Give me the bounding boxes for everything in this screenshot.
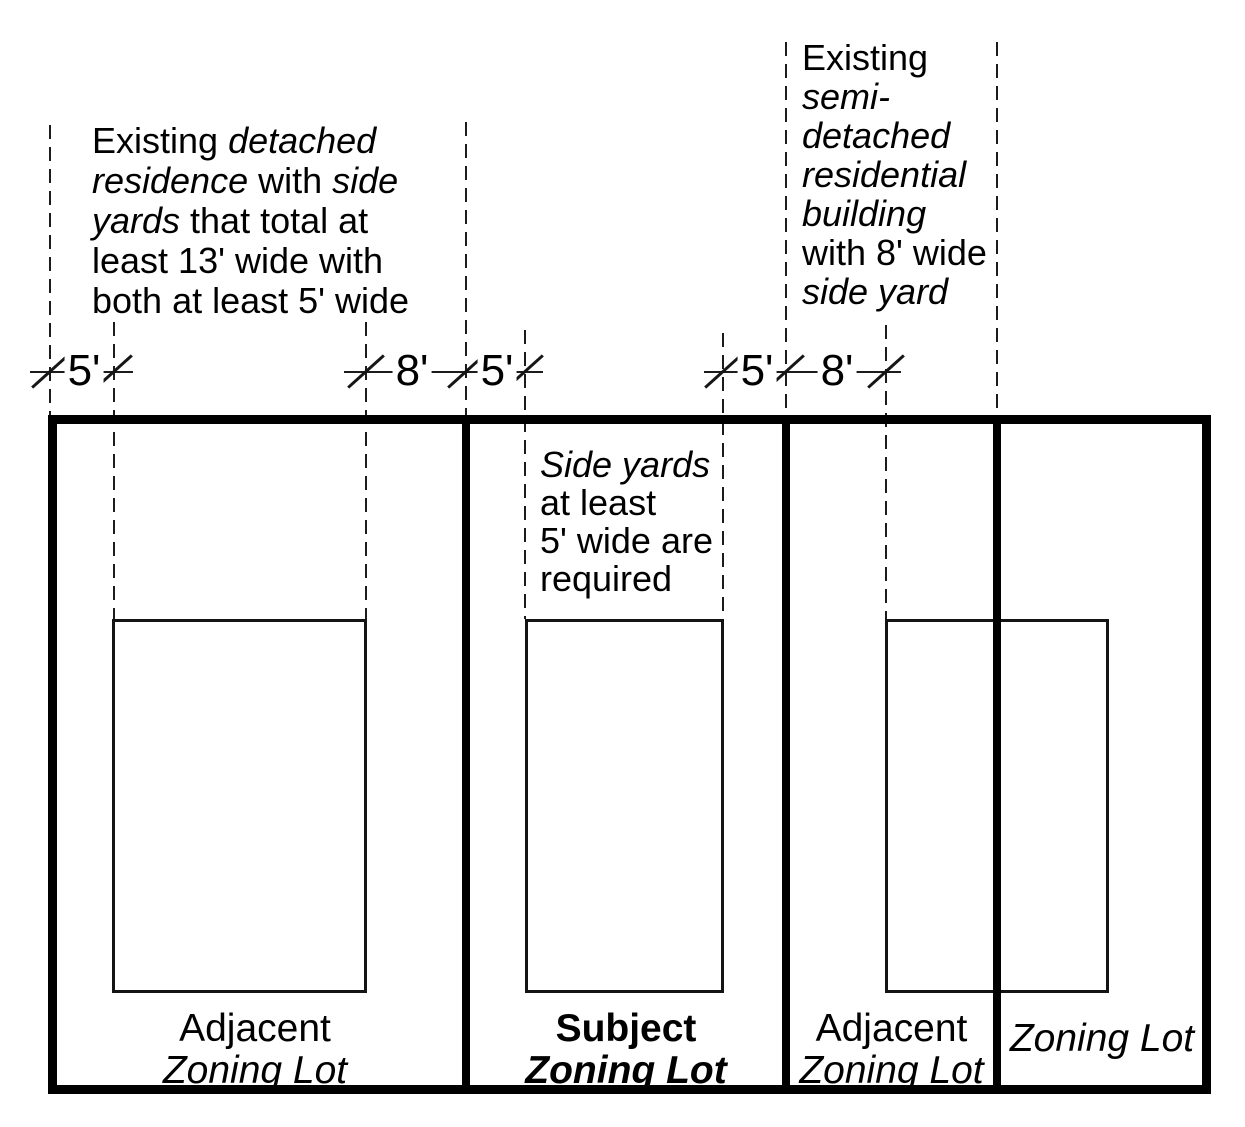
subject-building-right-setback-dashed xyxy=(722,333,724,619)
dimension-label-lot1-right-8ft: 8' xyxy=(392,349,432,393)
lot3-left-lot-line-dashed xyxy=(785,42,787,415)
lot-line-2 xyxy=(782,415,790,1094)
lot1-building-right-setback-dashed xyxy=(365,322,367,619)
note-line: semi- xyxy=(802,76,890,117)
lot1-left-lot-line-dashed xyxy=(49,125,51,415)
lot3-label: Adjacent Zoning Lot xyxy=(790,1008,993,1092)
lot3-right-lot-line-dashed xyxy=(996,42,998,415)
lot1-label-line1: Adjacent xyxy=(179,1007,331,1050)
subject-building-left-setback-dashed xyxy=(524,330,526,619)
dimension-label-subject-left-5ft: 5' xyxy=(477,349,517,393)
lot-line-3 xyxy=(993,415,1001,1094)
lot3-building-setback-dashed xyxy=(885,325,887,619)
dimension-line-right xyxy=(704,371,901,373)
note-line: side yard xyxy=(802,271,949,312)
dimension-label-lot3-8ft: 8' xyxy=(817,349,857,393)
note-side-yards-required: Side yards at least 5' wide are required xyxy=(540,446,713,598)
note-line: yards that total at xyxy=(92,200,369,241)
note-semi-detached-building: Existing semi- detached residential buil… xyxy=(802,38,987,311)
subject-left-lot-line-dashed xyxy=(465,122,467,415)
subject-lot-label-line1: Subject xyxy=(555,1007,697,1050)
note-line: building xyxy=(802,193,927,234)
lot1-label-line2: Zoning Lot xyxy=(162,1049,348,1092)
note-line: Existing detached xyxy=(92,120,377,161)
note-line: Existing xyxy=(802,37,929,78)
lot4-label: Zoning Lot xyxy=(1001,1018,1203,1060)
note-line: residential xyxy=(802,154,967,195)
note-detached-residence: Existing detached residence with side ya… xyxy=(92,121,409,321)
subject-lot-label-line2: Zoning Lot xyxy=(525,1049,727,1092)
lot4-label-line1: Zoning Lot xyxy=(1009,1017,1195,1060)
subject-lot-label: Subject Zoning Lot xyxy=(470,1008,782,1092)
subject-building-outline xyxy=(525,619,724,993)
lot1-label: Adjacent Zoning Lot xyxy=(48,1008,462,1092)
zoning-lots-boundary xyxy=(48,415,1211,1094)
note-line: detached xyxy=(802,115,951,156)
note-line: both at least 5' wide xyxy=(92,280,410,321)
note-line: with 8' wide xyxy=(802,232,987,273)
dimension-label-lot1-left-5ft: 5' xyxy=(64,349,104,393)
note-line: least 13' wide with xyxy=(92,240,384,281)
dimension-line-middle xyxy=(344,371,543,373)
lot3-label-line2: Zoning Lot xyxy=(799,1049,984,1092)
note-line: 5' wide are xyxy=(540,520,713,561)
lot3-label-line1: Adjacent xyxy=(815,1007,968,1050)
lot1-building-left-setback-dashed xyxy=(113,322,115,619)
note-line: required xyxy=(540,558,673,599)
note-line: at least xyxy=(540,482,657,523)
note-line: residence with side xyxy=(92,160,399,201)
lot-line-1 xyxy=(462,415,470,1094)
note-line: Side yards xyxy=(540,444,711,485)
dimension-label-subject-right-5ft: 5' xyxy=(737,349,777,393)
lot1-detached-residence-outline xyxy=(112,619,367,993)
